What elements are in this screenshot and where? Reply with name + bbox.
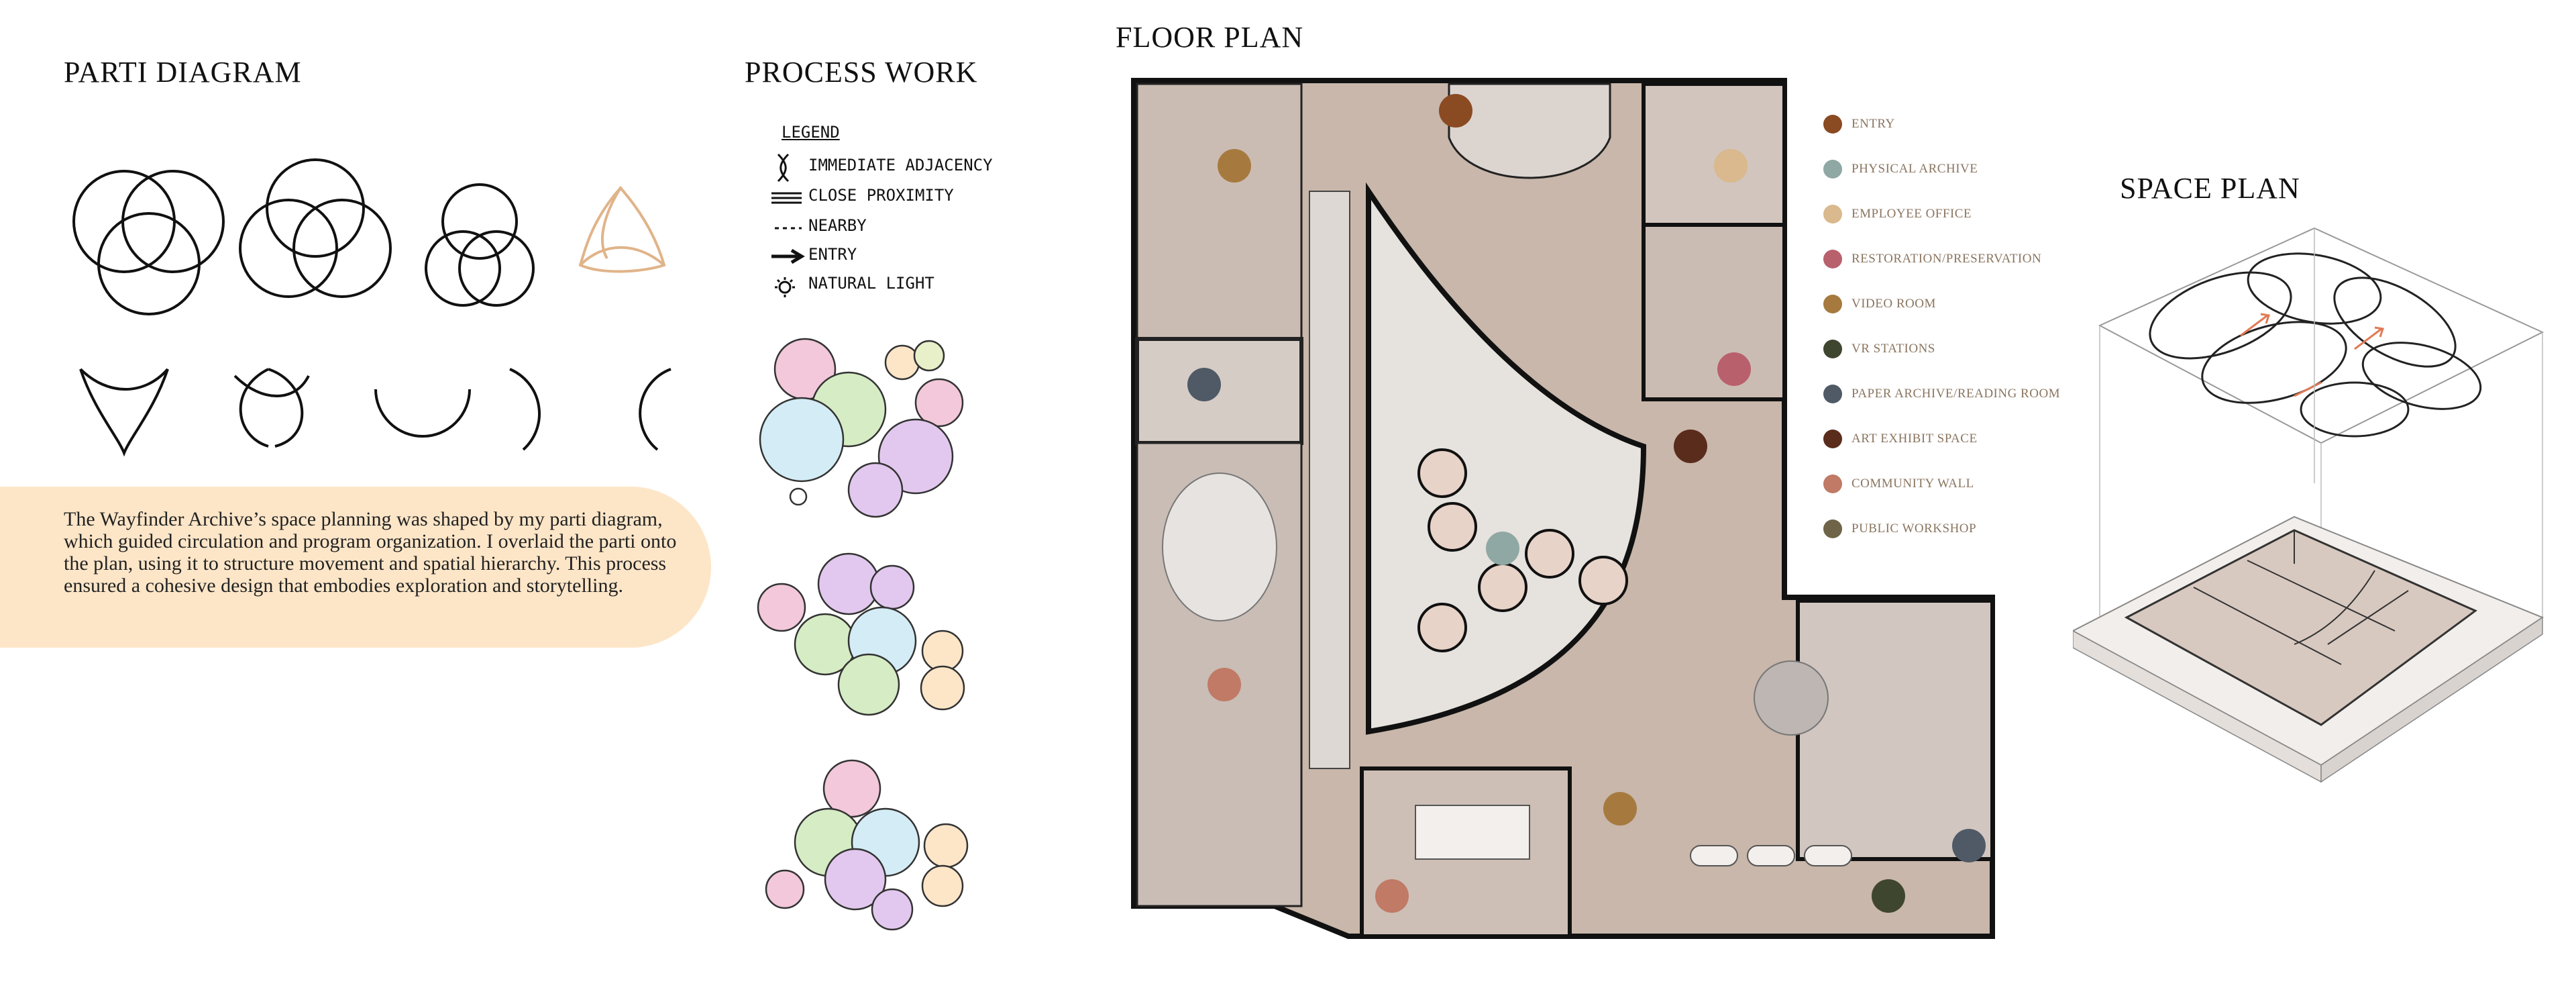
legend-label: VR STATIONS	[1851, 342, 1935, 356]
process-legend-entry: ENTRY	[808, 245, 857, 264]
parti-arc-4	[509, 368, 541, 451]
bubble-diagram-2	[757, 552, 965, 716]
legend-dot	[1823, 475, 1842, 493]
legend-restoration: RESTORATION/PRESERVATION	[1823, 246, 2041, 272]
space-plan-axonometric	[2073, 227, 2544, 783]
parti-arc-3	[374, 389, 471, 438]
process-legend-close: CLOSE PROXIMITY	[808, 186, 954, 205]
natural-light-icon	[778, 281, 792, 294]
process-legend-title: LEGEND	[782, 123, 840, 142]
parti-arc-5	[639, 368, 672, 451]
process-legend-light: NATURAL LIGHT	[808, 274, 934, 293]
central-gallery	[1366, 182, 1647, 735]
circulation-arrows	[2240, 313, 2384, 397]
immediate-adjacency-icon	[777, 153, 790, 183]
legend-label: PHYSICAL ARCHIVE	[1851, 162, 1978, 176]
legend-label: PAPER ARCHIVE/READING ROOM	[1851, 387, 2061, 401]
parti-arc-2	[233, 368, 310, 448]
upper-plane	[2098, 227, 2544, 444]
legend-community-wall: COMMUNITY WALL	[1823, 470, 1974, 497]
process-legend-nearby: NEARBY	[808, 216, 867, 235]
process-work-title: PROCESS WORK	[745, 56, 978, 89]
lower-base-side-right	[2320, 616, 2543, 783]
legend-label: ART EXHIBIT SPACE	[1851, 432, 1978, 446]
legend-label: RESTORATION/PRESERVATION	[1851, 252, 2042, 266]
floor-plan-title: FLOOR PLAN	[1116, 21, 1304, 54]
legend-public-workshop: PUBLIC WORKSHOP	[1823, 515, 1976, 542]
process-legend-symbols	[771, 153, 805, 297]
bubble-diagram-3	[765, 759, 969, 931]
bubble-diagram-1	[759, 338, 964, 518]
process-bubble-diagrams	[757, 338, 969, 931]
legend-label: EMPLOYEE OFFICE	[1851, 207, 1972, 221]
bubble-loops	[2149, 252, 2482, 438]
legend-dot	[1823, 385, 1842, 403]
legend-label: ENTRY	[1851, 117, 1895, 131]
legend-dot	[1823, 430, 1842, 448]
entry-arrow-icon	[771, 248, 805, 264]
legend-art-exhibit: ART EXHIBIT SPACE	[1823, 426, 1978, 452]
legend-entry: ENTRY	[1823, 111, 1895, 138]
legend-vr-stations: VR STATIONS	[1823, 336, 1935, 362]
workshop-table	[1415, 805, 1530, 860]
parti-diagram-sketches	[72, 158, 672, 457]
parti-diagram-title: PARTI DIAGRAM	[64, 56, 302, 89]
space-plan-title: SPACE PLAN	[2120, 172, 2300, 205]
vr-tables	[1690, 845, 1852, 866]
lower-model	[2124, 529, 2477, 726]
legend-video-room: VIDEO ROOM	[1823, 291, 1936, 317]
room-restrooms	[1796, 599, 1994, 861]
legend-dot	[1823, 250, 1842, 268]
legend-dot	[1823, 295, 1842, 313]
top-arc-room	[1448, 83, 1611, 179]
floor-plan-drawing	[1131, 78, 1995, 939]
legend-label: VIDEO ROOM	[1851, 297, 1936, 311]
legend-dot	[1823, 205, 1842, 223]
legend-physical-archive: PHYSICAL ARCHIVE	[1823, 156, 1978, 183]
oval-table	[1162, 472, 1277, 621]
description-text: The Wayfinder Archive’s space planning w…	[64, 508, 677, 597]
room-top-right-office	[1642, 82, 1786, 227]
parti-venn-3	[425, 183, 535, 307]
parti-arc-1	[79, 368, 169, 457]
legend-dot	[1823, 340, 1842, 358]
fountain	[1754, 660, 1829, 736]
room-left-upper	[1136, 83, 1303, 340]
legend-paper-archive: PAPER ARCHIVE/READING ROOM	[1823, 381, 2060, 407]
legend-label: COMMUNITY WALL	[1851, 477, 1974, 491]
description-panel	[0, 487, 711, 648]
program-dots	[1187, 94, 1986, 913]
legend-label: PUBLIC WORKSHOP	[1851, 521, 1977, 536]
parti-triquetra	[578, 185, 666, 273]
process-legend-immediate: IMMEDIATE ADJACENCY	[808, 156, 993, 175]
legend-dot	[1823, 519, 1842, 538]
parti-venn-1	[72, 170, 225, 315]
parti-venn-2	[239, 158, 392, 298]
room-right-mid	[1642, 223, 1786, 401]
lower-model-walls	[2193, 530, 2409, 665]
legend-employee-office: EMPLOYEE OFFICE	[1823, 201, 1972, 228]
display-corridor	[1309, 191, 1350, 769]
legend-dot	[1823, 160, 1842, 179]
legend-dot	[1823, 115, 1842, 134]
petal-seating	[1417, 448, 1628, 652]
